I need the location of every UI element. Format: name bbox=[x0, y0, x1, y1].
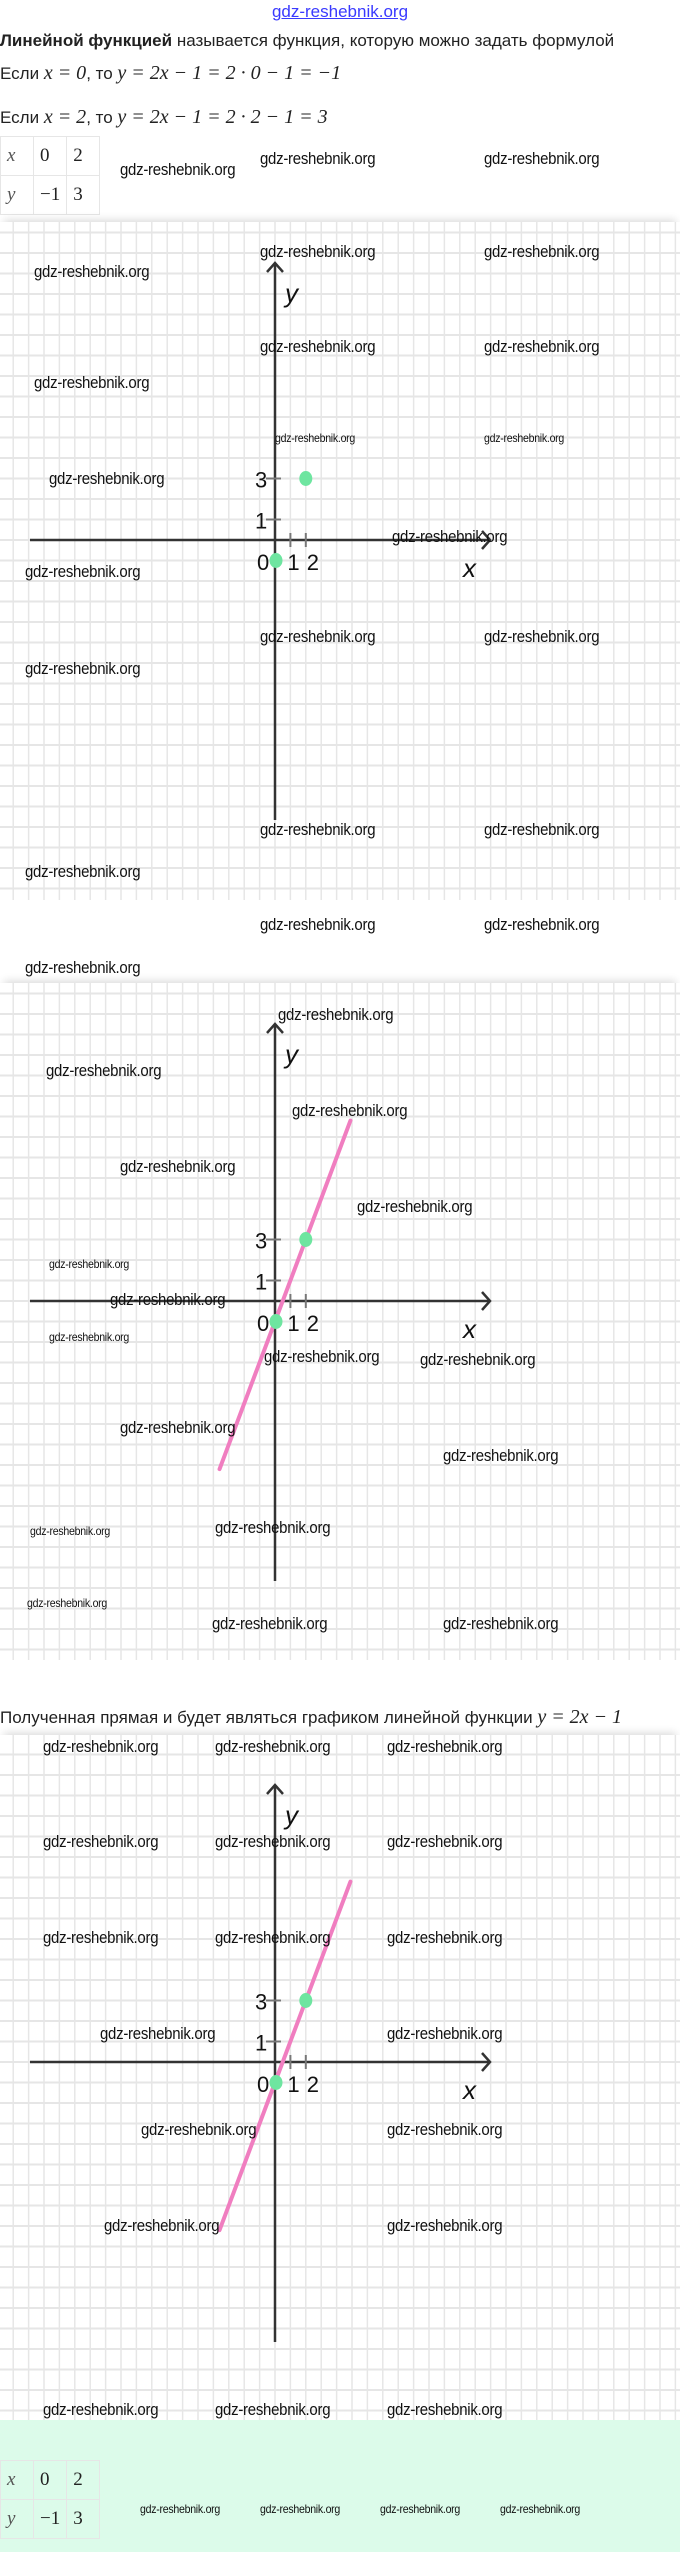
y-value: −1 bbox=[32, 2499, 68, 2539]
y-axis-label: y bbox=[283, 1800, 300, 1830]
y-axis-label: y bbox=[283, 278, 300, 308]
x-tick-label: 1 bbox=[287, 1311, 299, 1336]
watermark: gdz-reshebnik.org bbox=[260, 915, 376, 934]
y-tick-label: 3 bbox=[255, 1990, 267, 2015]
y-axis-arrow bbox=[266, 1783, 284, 1795]
x-value: 2 bbox=[66, 2460, 101, 2500]
case-2-condition: x = 2 bbox=[43, 106, 87, 128]
conclusion-text: Полученная прямая и будет являться графи… bbox=[0, 1708, 533, 1727]
conclusion-formula: y = 2x − 1 bbox=[537, 1706, 623, 1728]
x-label: x bbox=[0, 2460, 34, 2500]
x-label: x bbox=[0, 136, 34, 176]
x-value: 0 bbox=[32, 136, 68, 176]
case-1-then: , то bbox=[86, 64, 113, 83]
y-axis-arrow bbox=[266, 261, 284, 273]
data-point bbox=[269, 553, 283, 568]
watermark: gdz-reshebnik.org bbox=[484, 149, 600, 168]
function-line bbox=[217, 1879, 353, 2233]
intro-term: Линейной функцией bbox=[0, 31, 173, 50]
x-axis-arrow bbox=[481, 530, 492, 550]
origin-label: 0 bbox=[257, 2072, 269, 2097]
case-2-then: , то bbox=[86, 108, 113, 127]
x-axis-label: x bbox=[461, 2075, 477, 2105]
y-tick-label: 1 bbox=[255, 509, 267, 534]
case-2-prefix: Если bbox=[0, 108, 40, 127]
watermark: gdz-reshebnik.org bbox=[120, 160, 236, 179]
conclusion: Полученная прямая и будет являться графи… bbox=[0, 1706, 622, 1729]
x-axis-arrow bbox=[481, 1291, 492, 1311]
x-tick-label: 2 bbox=[307, 1311, 319, 1336]
case-1-prefix: Если bbox=[0, 64, 40, 83]
origin-label: 0 bbox=[257, 1311, 269, 1336]
data-point bbox=[299, 1993, 313, 2008]
y-value: 3 bbox=[66, 175, 101, 215]
watermark: gdz-reshebnik.org bbox=[260, 149, 376, 168]
y-tick-label: 1 bbox=[255, 2031, 267, 2056]
x-tick-label: 2 bbox=[307, 2072, 319, 2097]
x-axis-label: x bbox=[461, 1314, 477, 1344]
data-point bbox=[269, 1314, 283, 1329]
y-value: −1 bbox=[32, 175, 68, 215]
site-header-link[interactable]: gdz-reshebnik.org bbox=[271, 2, 409, 21]
y-tick-label: 3 bbox=[255, 1229, 267, 1254]
origin-label: 0 bbox=[257, 550, 269, 575]
function-line bbox=[217, 1118, 353, 1472]
case-1-condition: x = 0 bbox=[43, 62, 87, 84]
x-tick-label: 1 bbox=[287, 550, 299, 575]
case-1: Если x = 0, то y = 2x − 1 = 2 · 0 − 1 = … bbox=[0, 62, 341, 85]
x-axis-arrow bbox=[481, 2052, 492, 2072]
y-label: y bbox=[0, 175, 34, 215]
x-tick-label: 1 bbox=[287, 2072, 299, 2097]
x-value: 0 bbox=[32, 2460, 68, 2500]
intro-rest: называется функция, которую можно задать… bbox=[176, 31, 615, 50]
case-1-calculation: y = 2x − 1 = 2 · 0 − 1 = −1 bbox=[117, 62, 342, 84]
case-2: Если x = 2, то y = 2x − 1 = 2 · 2 − 1 = … bbox=[0, 106, 328, 129]
case-2-calculation: y = 2x − 1 = 2 · 2 − 1 = 3 bbox=[117, 106, 328, 128]
watermark: gdz-reshebnik.org bbox=[484, 915, 600, 934]
x-tick-label: 2 bbox=[307, 550, 319, 575]
y-tick-label: 3 bbox=[255, 468, 267, 493]
x-axis-label: x bbox=[461, 553, 477, 583]
data-point bbox=[299, 471, 313, 486]
intro-paragraph: Линейной функцией называется функция, ко… bbox=[0, 31, 614, 51]
data-point bbox=[299, 1232, 313, 1247]
y-axis-label: y bbox=[283, 1039, 300, 1069]
data-point bbox=[269, 2075, 283, 2090]
watermark: gdz-reshebnik.org bbox=[25, 958, 141, 977]
y-tick-label: 1 bbox=[255, 1270, 267, 1295]
x-value: 2 bbox=[66, 136, 101, 176]
y-value: 3 bbox=[66, 2499, 101, 2539]
y-axis-arrow bbox=[266, 1022, 284, 1034]
y-label: y bbox=[0, 2499, 34, 2539]
